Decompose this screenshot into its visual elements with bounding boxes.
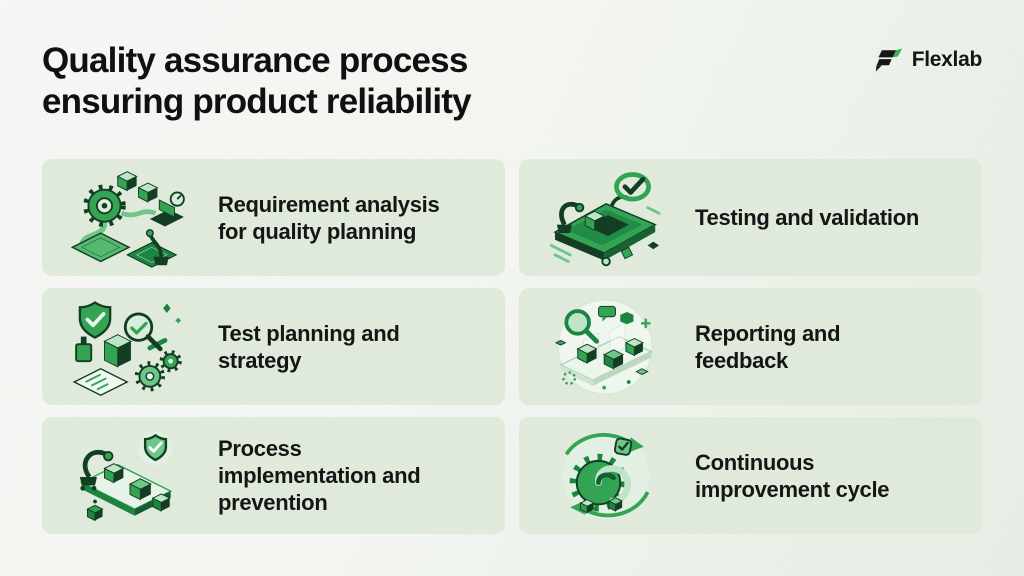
brand-logo: Flexlab	[874, 46, 982, 74]
requirement-analysis-illustration	[42, 166, 218, 270]
card-title: Reporting and feedback	[695, 320, 841, 373]
card-testing-validation: Testing and validation	[519, 159, 982, 276]
page-title: Quality assurance process ensuring produ…	[42, 40, 472, 122]
testing-validation-illustration	[519, 166, 695, 270]
card-title: Process implementation and prevention	[218, 436, 421, 515]
qa-process-cards: Requirement analysis for quality plannin…	[42, 159, 982, 534]
card-requirement-analysis: Requirement analysis for quality plannin…	[42, 159, 505, 276]
brand-name: Flexlab	[911, 48, 983, 71]
card-test-planning: Test planning and strategy	[42, 288, 505, 405]
card-continuous-improvement: Continuous improvement cycle	[519, 417, 982, 534]
card-title: Testing and validation	[695, 205, 920, 230]
flexlab-logo-icon	[875, 48, 902, 72]
card-title: Continuous improvement cycle	[695, 449, 890, 502]
reporting-feedback-illustration	[519, 295, 695, 399]
card-title: Test planning and strategy	[218, 320, 400, 373]
page-title-line-2: ensuring product reliability	[42, 82, 472, 121]
card-reporting-feedback: Reporting and feedback	[519, 288, 982, 405]
process-implementation-illustration	[42, 424, 218, 528]
card-process-implementation: Process implementation and prevention	[42, 417, 505, 534]
card-title: Requirement analysis for quality plannin…	[218, 191, 440, 244]
test-planning-illustration	[42, 295, 218, 399]
page-title-line-1: Quality assurance process	[42, 41, 468, 80]
continuous-improvement-illustration	[519, 424, 695, 528]
